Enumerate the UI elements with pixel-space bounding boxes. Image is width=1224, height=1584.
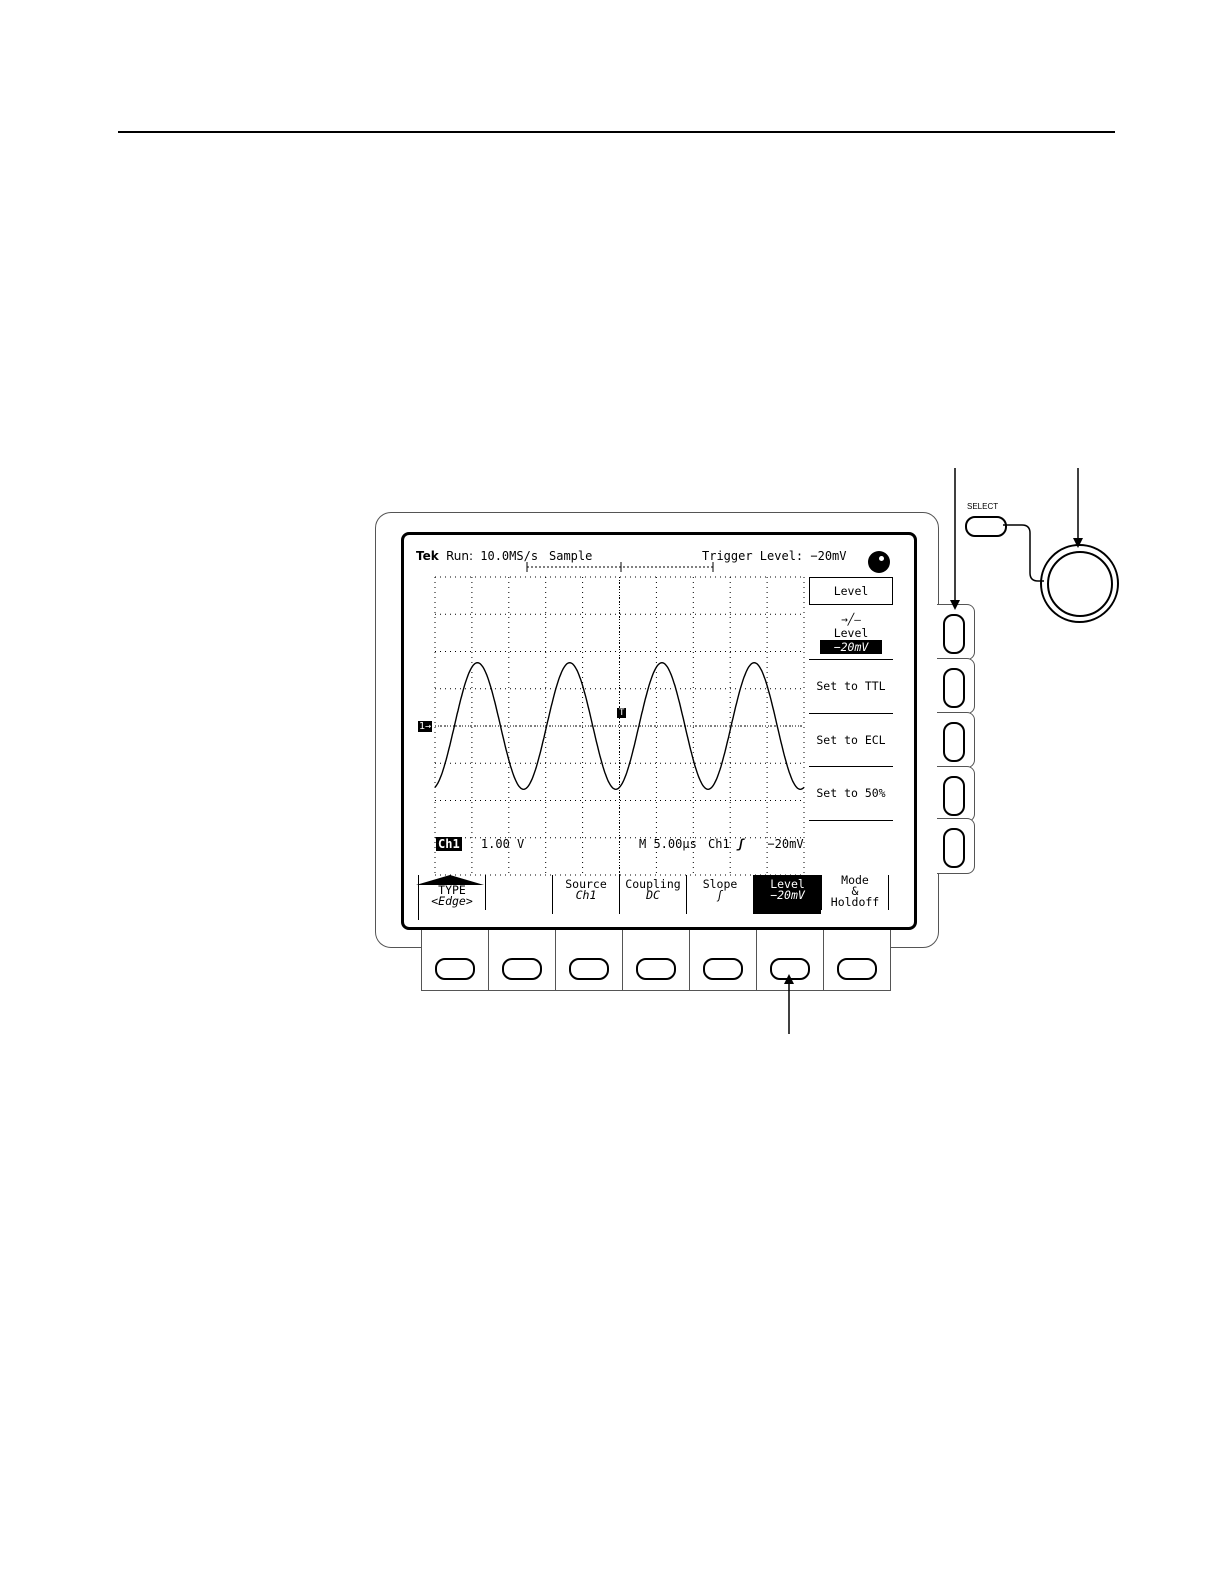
bottom-menu-coupling[interactable]: Coupling DC [619,875,686,914]
slope-icon: ʃ [737,837,744,851]
page-rule [118,131,1115,133]
side-divider [809,659,893,660]
bottom-button-oval [636,958,676,980]
bottom-button-oval [569,958,609,980]
side-divider [809,820,893,821]
bottom-sub: −20mV [754,890,821,901]
trigger-position-marker: T [617,708,626,718]
bottom-menu-source[interactable]: Source Ch1 [552,875,619,914]
side-button-oval [943,722,965,762]
channel-readout: Ch1 1.00 V [436,837,524,851]
bottom-sub: DC [620,890,686,901]
side-button-5[interactable] [937,818,975,874]
side-button-oval [943,828,965,868]
graticule [435,577,804,875]
side-button-oval [943,776,965,816]
side-divider [809,766,893,767]
bottom-button-oval [435,958,475,980]
side-divider [809,713,893,714]
bottom-button-5[interactable] [689,924,757,991]
bottom-button-2[interactable] [488,924,556,991]
select-connector-line [1003,525,1044,581]
bottom-button-oval [770,958,810,980]
channel-label: Ch1 [436,837,462,851]
trigger-channel: Ch1 [708,837,730,851]
bottom-button-7[interactable] [823,924,891,991]
bottom-menu-type[interactable]: TYPE <Edge> [418,875,485,920]
time-per-div: M 5.00µs [639,837,697,851]
side-button-1[interactable] [937,604,975,660]
side-menu-title: Level [809,577,893,605]
side-level-label: Level [809,626,893,640]
bottom-button-6[interactable] [756,924,824,991]
bottom-button-3[interactable] [555,924,623,991]
side-button-3[interactable] [937,712,975,768]
level-icon: →╱— [809,613,893,626]
side-menu-level[interactable]: →╱— Level −20mV [809,613,893,654]
bottom-sub: <Edge> [419,896,485,907]
select-button[interactable] [965,516,1007,537]
side-menu-set-ecl[interactable]: Set to ECL [809,733,893,747]
side-level-value: −20mV [820,640,883,654]
select-label: SELECT [967,502,998,511]
volts-per-div: 1.00 V [481,837,524,851]
side-menu-set-50[interactable]: Set to 50% [809,786,893,800]
bottom-button-oval [837,958,877,980]
bottom-sub: Ch1 [553,890,619,901]
bottom-button-1[interactable] [421,924,489,991]
side-button-2[interactable] [937,658,975,714]
general-purpose-knob[interactable] [1040,544,1119,623]
bottom-button-oval [502,958,542,980]
bottom-sub: ʃ [687,890,753,901]
knob-inner-ring [1047,551,1113,617]
timebase-readout: M 5.00µs Ch1 ʃ −20mV [639,837,804,851]
bottom-menu-level[interactable]: Level −20mV [753,875,821,914]
side-button-oval [943,668,965,708]
ground-marker: 1→ [418,721,432,732]
side-menu-set-ttl[interactable]: Set to TTL [809,679,893,693]
bottom-button-4[interactable] [622,924,690,991]
trigger-level-value: −20mV [767,837,803,851]
bottom-menu-slope[interactable]: Slope ʃ [686,875,753,914]
record-view-bar [527,562,713,572]
side-button-4[interactable] [937,766,975,822]
side-button-oval [943,614,965,654]
display-screen: Tek Run: 10.0MS/s Sample Trigger Level: … [401,532,917,930]
bottom-button-oval [703,958,743,980]
bottom-sub2: Holdoff [822,897,888,908]
bottom-menu-empty[interactable] [485,875,552,910]
bottom-menu-mode-holdoff[interactable]: Mode & Holdoff [821,875,889,910]
